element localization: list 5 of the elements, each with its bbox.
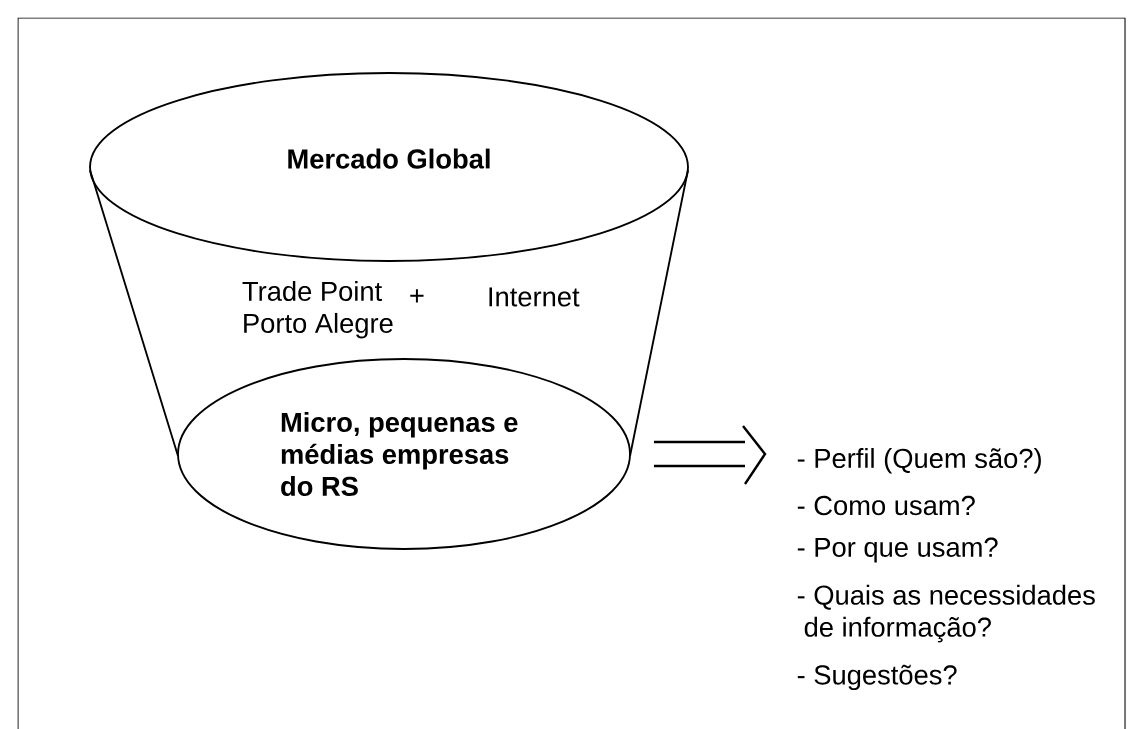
label: +: [410, 289, 424, 303]
question-list: - Perfil (Quem são?) - Como usam? - Por que usam? - Quais as necessidades de informação? - Sugestões?: [797, 448, 1095, 691]
label: Trade Point Porto Alegre: [242, 280, 393, 339]
double-arrow: [652, 424, 767, 486]
label: Internet: [489, 287, 580, 307]
